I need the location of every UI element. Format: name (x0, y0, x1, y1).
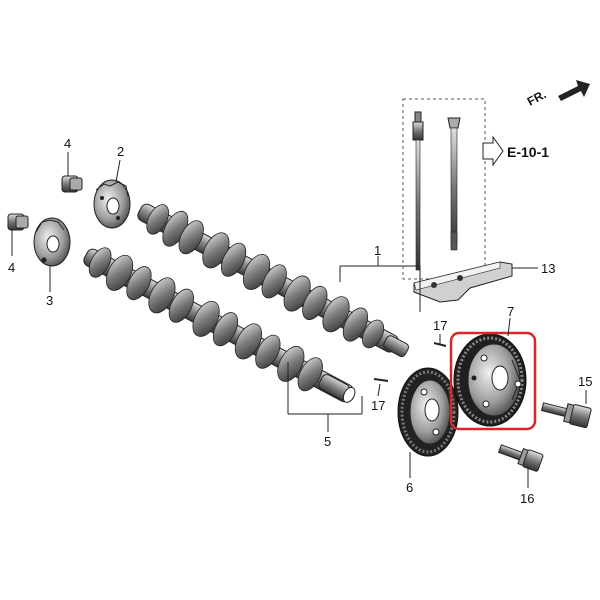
bracket-13 (413, 261, 538, 303)
reluctor-plate-3 (33, 217, 71, 267)
callout-17-upper: 17 (433, 318, 447, 333)
callout-3: 3 (46, 293, 53, 308)
bolt-16 (498, 444, 544, 472)
camshaft-lower (83, 247, 356, 403)
bolt-shaft-icon (450, 127, 458, 247)
cam-sprocket-6 (397, 367, 459, 457)
highlight-box (449, 331, 537, 431)
leader-lines (11, 152, 587, 488)
cylinder-head-reference-group: E-10-1 (402, 98, 549, 280)
stud-top-icon (414, 111, 422, 123)
camshaft-upper (137, 203, 410, 358)
callout-15: 15 (578, 374, 592, 389)
stud-rod-icon (415, 139, 421, 271)
vtc-actuator-7 (453, 333, 527, 427)
bolt-4-upper (61, 175, 83, 193)
callout-13: 13 (541, 261, 555, 276)
reluctor-plate-2 (93, 179, 131, 229)
bolt-head-icon (447, 117, 461, 129)
callout-16: 16 (520, 491, 534, 506)
callout-2: 2 (117, 144, 124, 159)
callout-6: 6 (406, 480, 413, 495)
callout-4-lower: 4 (8, 260, 15, 275)
callout-labels: 1 2 3 4 4 5 6 7 13 15 16 17 17 (8, 136, 592, 506)
front-direction-indicator: FR. (525, 80, 590, 109)
bolt-thread-icon (450, 231, 458, 251)
dowel-pin-upper (433, 342, 447, 347)
front-arrow-icon (558, 80, 590, 101)
bolt-15 (540, 402, 592, 429)
dowel-pin-lower (373, 378, 389, 382)
callout-7: 7 (507, 304, 514, 319)
callout-4-upper: 4 (64, 136, 71, 151)
callout-5: 5 (324, 434, 331, 449)
front-direction-label: FR. (525, 87, 549, 108)
bolt-4-lower (7, 213, 29, 231)
reference-label: E-10-1 (507, 144, 549, 160)
reference-arrow-icon (482, 135, 504, 167)
stud-nut-icon (412, 121, 424, 141)
callout-17-lower: 17 (371, 398, 385, 413)
callout-1: 1 (374, 243, 381, 258)
